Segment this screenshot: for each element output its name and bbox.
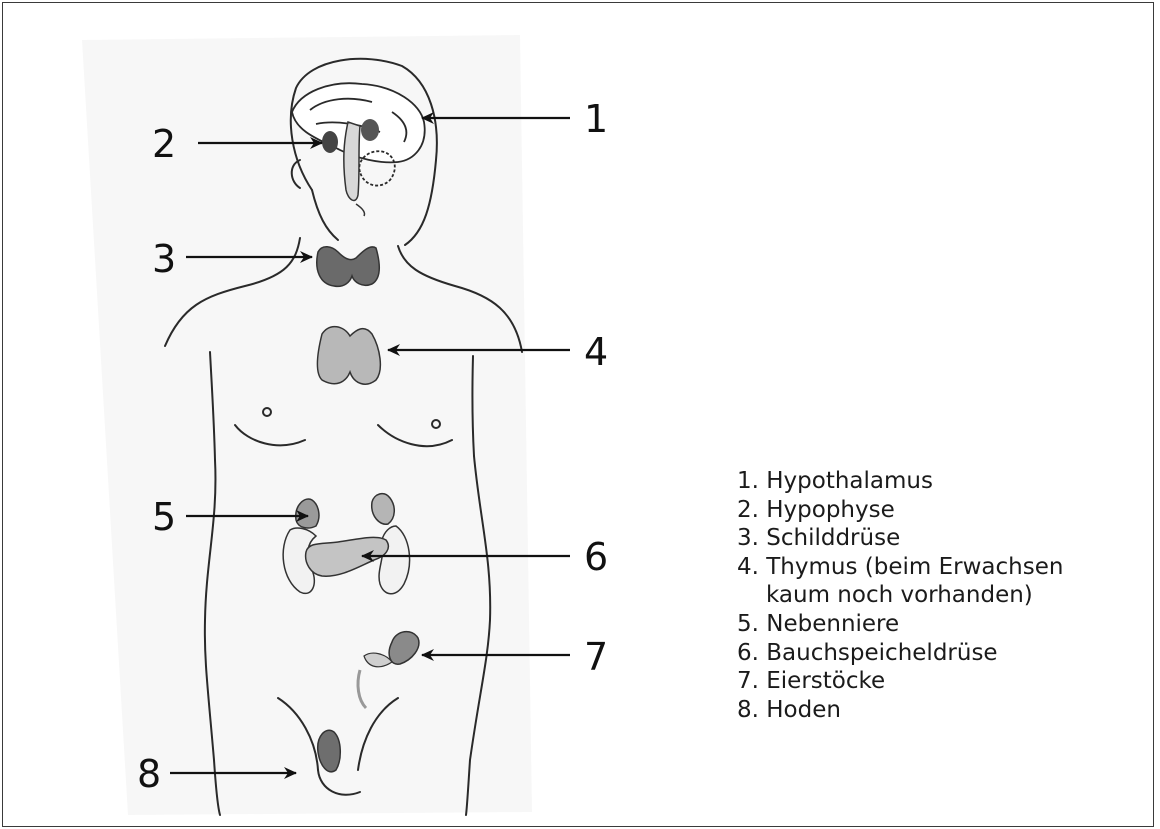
- thymus-gland: [317, 327, 380, 385]
- legend-item-3: 3. Schilddrüse: [737, 524, 1063, 553]
- label-3: 3: [152, 237, 176, 281]
- legend-item-1: 1. Hypothalamus: [737, 467, 1063, 496]
- label-2: 2: [152, 122, 176, 166]
- legend-item-2: 2. Hypophyse: [737, 496, 1063, 525]
- legend-item-4: 4. Thymus (beim Erwachsen: [737, 553, 1063, 582]
- label-7: 7: [584, 635, 608, 679]
- legend-item-6: 6. Bauchspeicheldrüse: [737, 639, 1063, 668]
- legend: 1. Hypothalamus 2. Hypophyse 3. Schilddr…: [737, 467, 1063, 724]
- legend-item-7: 7. Eierstöcke: [737, 667, 1063, 696]
- label-6: 6: [584, 535, 608, 579]
- paper-sheet: [82, 35, 532, 815]
- label-4: 4: [584, 330, 608, 374]
- legend-item-8: 8. Hoden: [737, 696, 1063, 725]
- label-1: 1: [584, 97, 608, 141]
- legend-item-5: 5. Nebenniere: [737, 610, 1063, 639]
- label-8: 8: [137, 752, 161, 796]
- legend-item-4-continued: kaum noch vorhanden): [737, 581, 1063, 610]
- label-5: 5: [152, 495, 176, 539]
